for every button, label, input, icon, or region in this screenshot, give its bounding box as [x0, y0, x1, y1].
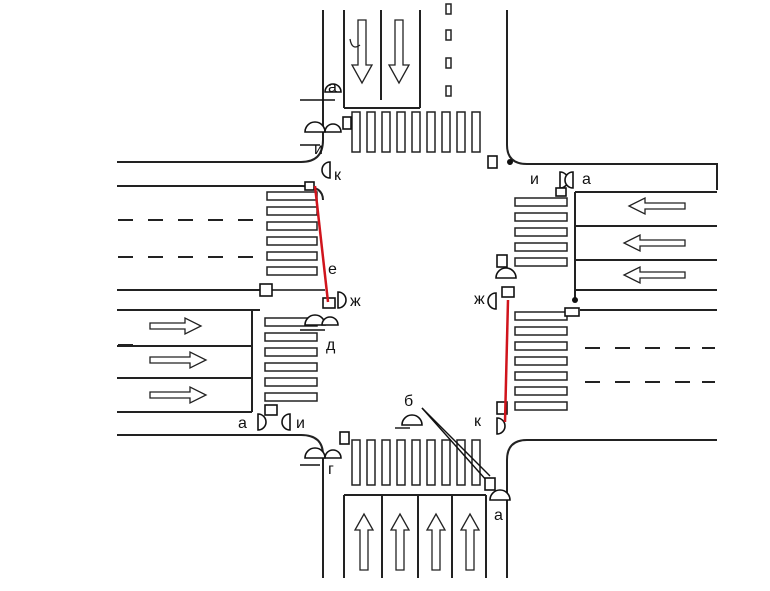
signal-south-west	[257, 404, 350, 466]
label-southwest-a: а	[238, 415, 247, 432]
label-north-a: а	[328, 79, 337, 96]
road-outline	[117, 10, 718, 578]
dashed-lane-markings	[118, 3, 715, 383]
signal-center-east	[487, 254, 580, 317]
south-arrow-lane-4	[459, 512, 481, 571]
label-south-g: г	[328, 461, 334, 478]
east-crosswalk-upper	[514, 197, 568, 267]
pedestrian-link-east	[503, 299, 510, 423]
signal-north-k	[304, 161, 331, 191]
label-south-a: а	[494, 507, 503, 524]
north-arrow-right-lane	[387, 19, 411, 85]
signal-west-middle	[259, 283, 347, 331]
label-west-zh: ж	[350, 293, 361, 310]
north-dashes	[445, 3, 452, 97]
label-east-i: и	[530, 171, 539, 188]
east-arrow-lane-2	[622, 233, 686, 253]
label-southwest-i: и	[296, 415, 305, 432]
direction-arrows	[149, 19, 686, 571]
label-north-k: к	[334, 167, 342, 184]
west-arrow-lane-2	[149, 350, 208, 370]
label-west-e: е	[328, 261, 337, 278]
east-arrow-lane-3	[622, 265, 686, 285]
west-crosswalk-upper	[266, 191, 318, 276]
east-arrow-lane-1	[627, 196, 686, 216]
north-arrow-left-lane	[349, 19, 374, 85]
west-arrow-lane-3	[149, 385, 208, 405]
west-crosswalk-lower	[264, 317, 318, 402]
label-center-zh: ж	[474, 291, 485, 308]
signal-east	[487, 155, 574, 197]
north-crosswalk	[351, 111, 481, 153]
south-arrow-lane-2	[389, 512, 411, 571]
pedestrian-link-west	[313, 185, 330, 303]
label-east-a: а	[582, 171, 591, 188]
signal-north-a	[300, 83, 352, 130]
east-crosswalk-lower	[514, 311, 568, 411]
west-arrow-lane-1	[149, 316, 203, 336]
label-west-d: д	[326, 337, 336, 354]
signal-labels: а и к и а е ж д ж а и г б к а	[238, 79, 591, 524]
label-south-k: к	[474, 413, 482, 430]
label-north-i: и	[314, 141, 323, 158]
west-dashes	[118, 219, 253, 379]
signal-north-i	[300, 121, 342, 146]
south-arrow-lane-3	[425, 512, 447, 571]
label-south-b: б	[404, 393, 413, 410]
signal-south-east	[395, 401, 511, 501]
south-crosswalk	[351, 439, 481, 486]
east-dashes	[585, 225, 715, 383]
south-arrow-lane-1	[353, 512, 375, 571]
